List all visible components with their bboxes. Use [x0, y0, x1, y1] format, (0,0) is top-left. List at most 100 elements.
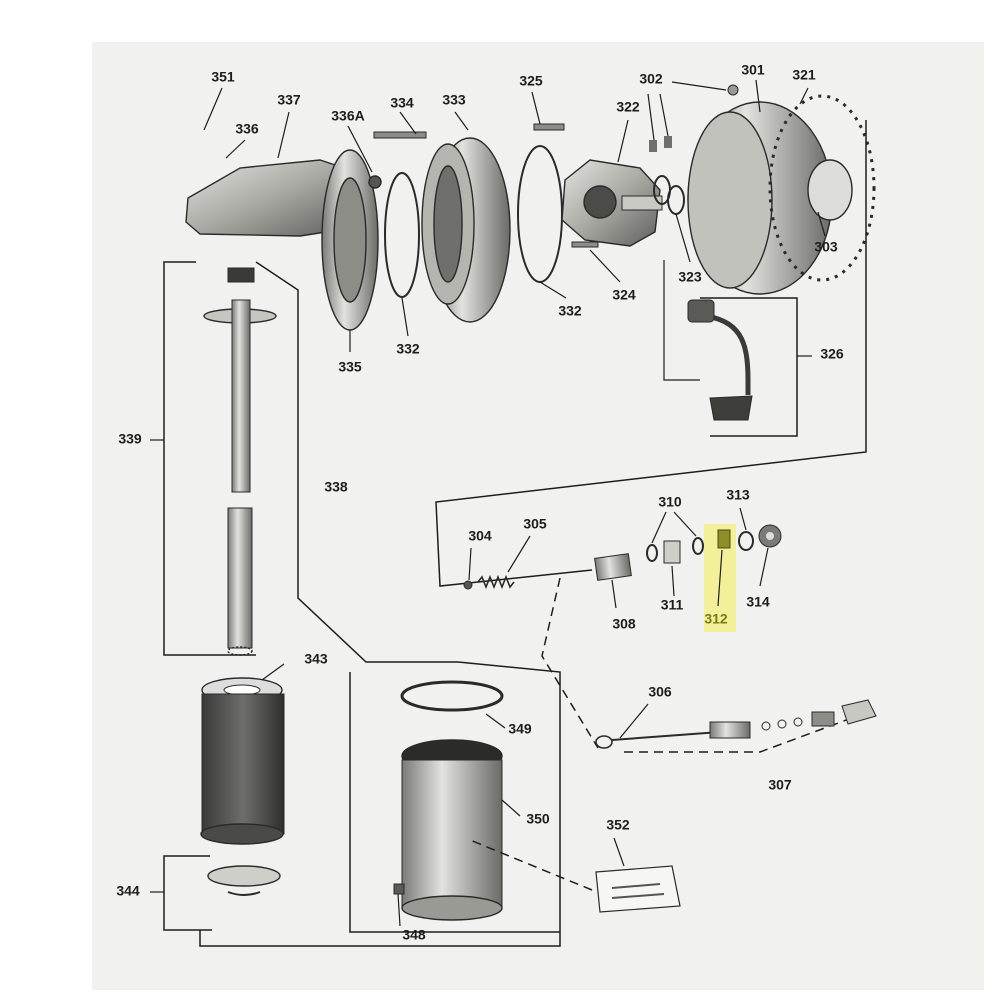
- part-312-insert: [717, 529, 731, 549]
- label-352: 352: [606, 817, 630, 833]
- part-311-sleeve: [663, 540, 681, 564]
- label-324: 324: [612, 287, 636, 303]
- part-326-plug-bottom: [709, 395, 753, 421]
- label-333: 333: [442, 92, 466, 108]
- part-307-cap: [841, 699, 877, 725]
- part-302-screw-a: [649, 140, 657, 152]
- can-group: [393, 680, 504, 921]
- label-343: 343: [304, 651, 328, 667]
- label-349: 349: [508, 721, 532, 737]
- label-322: 322: [616, 99, 640, 115]
- leader-lines: [203, 79, 826, 927]
- label-321: 321: [792, 67, 816, 83]
- part-302-screw-b: [664, 136, 672, 148]
- part-307-washer-b: [777, 719, 787, 729]
- part-343-filter-bottom: [200, 823, 284, 845]
- label-344: 344: [116, 883, 140, 899]
- shaft-group: [203, 267, 277, 656]
- part-labels: 351 336 337 336A 334 333 325 322 302 301…: [116, 62, 844, 943]
- part-shaft-lower: [227, 507, 253, 649]
- part-307-washer-a: [761, 721, 771, 731]
- part-310-ring-b: [692, 537, 704, 555]
- bracket-339: [163, 261, 256, 656]
- part-350-can-body: [401, 759, 503, 909]
- part-334-bolt: [373, 131, 427, 139]
- label-348: 348: [402, 927, 426, 943]
- label-336: 336: [235, 121, 259, 137]
- label-337: 337: [277, 92, 301, 108]
- part-322-pump-eye: [583, 185, 617, 219]
- housing-assembly: [185, 84, 876, 421]
- part-307-body: [709, 721, 751, 739]
- part-333-housing-bore: [433, 165, 463, 283]
- label-338: 338: [324, 479, 348, 495]
- part-326-cable: [699, 312, 751, 395]
- part-303-hub: [807, 159, 853, 221]
- part-352-label-plate: [595, 865, 681, 913]
- lead-306-dashed: [541, 577, 599, 749]
- label-310: 310: [658, 494, 682, 510]
- part-shaft-collar: [227, 267, 255, 283]
- bracket-338: [255, 261, 458, 663]
- bracket-344: [163, 855, 212, 931]
- part-307-washer-c: [793, 717, 803, 727]
- label-307: 307: [768, 777, 792, 793]
- part-306-needle: [611, 731, 721, 741]
- label-311: 311: [661, 597, 684, 613]
- part-350-can-bottom: [401, 895, 503, 921]
- label-304: 304: [468, 528, 492, 544]
- part-313-ring: [738, 531, 754, 551]
- needle-assembly: [595, 699, 877, 749]
- lead-352-to-can: [469, 839, 593, 891]
- part-324-screw: [571, 241, 599, 248]
- part-323-ring-b: [667, 185, 685, 215]
- label-336a: 336A: [331, 108, 364, 124]
- part-325-pin: [533, 123, 565, 131]
- label-323: 323: [678, 269, 702, 285]
- part-332-gasket-left: [384, 172, 420, 298]
- label-302: 302: [639, 71, 663, 87]
- label-308: 308: [612, 616, 636, 632]
- part-344-spring: [227, 891, 261, 896]
- lead-326-ring: [663, 260, 700, 381]
- part-310-ring-a: [646, 544, 658, 562]
- label-339: 339: [118, 431, 142, 447]
- part-348-drain: [393, 883, 405, 895]
- part-314-nut-hole: [766, 532, 774, 540]
- part-343-filter-body: [201, 693, 285, 835]
- part-332-gasket-right: [517, 145, 563, 283]
- label-332-left: 332: [396, 341, 420, 357]
- label-335: 335: [338, 359, 362, 375]
- part-326-plug-top: [687, 299, 715, 323]
- label-314: 314: [746, 594, 770, 610]
- label-305: 305: [523, 516, 547, 532]
- part-349-oring: [400, 680, 504, 712]
- part-344-plate: [207, 865, 281, 887]
- label-312: 312: [704, 611, 728, 627]
- label-326: 326: [820, 346, 844, 362]
- part-306-ring: [595, 735, 613, 749]
- part-321-gasket: [768, 94, 876, 282]
- part-302-head: [727, 84, 739, 96]
- part-301-motor-face: [687, 111, 773, 289]
- label-303: 303: [814, 239, 838, 255]
- filter-group: [200, 677, 285, 896]
- bracket-344-bottom: [199, 661, 561, 947]
- part-335-bore: [333, 177, 367, 303]
- label-301: 301: [741, 62, 765, 78]
- part-304-ball: [463, 580, 473, 590]
- label-332-right: 332: [558, 303, 582, 319]
- bracket-326: [700, 297, 798, 437]
- label-325: 325: [519, 73, 543, 89]
- part-shaft-upper: [231, 299, 251, 493]
- part-336-nut: [368, 175, 382, 189]
- label-306: 306: [648, 684, 672, 700]
- part-307-fitting: [811, 711, 835, 727]
- label-350: 350: [526, 811, 550, 827]
- part-305-spring: [477, 574, 515, 590]
- label-334: 334: [390, 95, 414, 111]
- part-308-body: [594, 553, 632, 581]
- label-351: 351: [211, 69, 235, 85]
- label-313: 313: [726, 487, 750, 503]
